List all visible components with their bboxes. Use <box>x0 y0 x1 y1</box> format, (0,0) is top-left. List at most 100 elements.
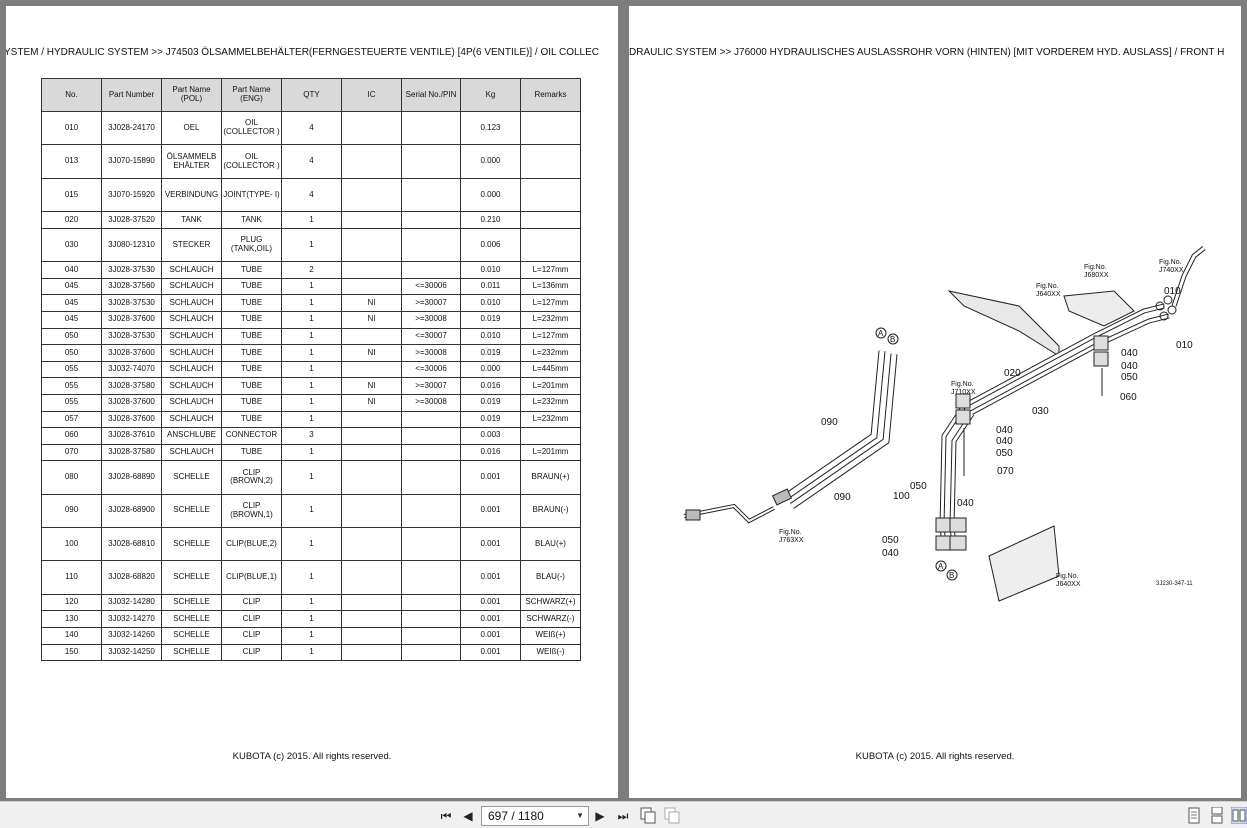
cell-part-number: 3J028-68810 <box>101 527 162 562</box>
cell-no: 020 <box>41 211 102 229</box>
cell-kg: 0.210 <box>460 211 521 229</box>
fig-label-j640-bottom: Fig.No.J640XX <box>1056 573 1081 588</box>
callout: 010 <box>1176 340 1193 351</box>
cell-ic <box>341 560 402 595</box>
callout: 040 <box>1121 348 1138 359</box>
cell-serial-no <box>401 410 461 429</box>
left-page-footer: KUBOTA (c) 2015. All rights reserved. <box>232 751 392 762</box>
two-page-view-icon[interactable] <box>1231 807 1247 824</box>
copy-page-icon[interactable] <box>640 807 656 824</box>
cell-ic <box>341 427 402 445</box>
cell-part-number: 3J028-37580 <box>101 443 162 462</box>
cell-part-name-eng: TANK <box>221 211 282 229</box>
bracket-plate-top <box>947 290 1060 357</box>
cell-kg: 0.003 <box>460 427 521 445</box>
cell-serial-no: >=30008 <box>401 310 461 329</box>
cell-ic <box>341 261 402 279</box>
cell-qty: 1 <box>281 410 342 429</box>
cell-remarks <box>520 211 581 229</box>
cell-part-number: 3J028-37600 <box>101 310 162 329</box>
cell-part-name-pol: ÖLSAMMELB EHÄLTER <box>161 144 222 179</box>
cell-ic <box>341 327 402 346</box>
cell-remarks: L=232mm <box>520 393 581 412</box>
continuous-view-icon[interactable] <box>1209 807 1225 824</box>
cell-qty: 1 <box>281 294 342 312</box>
first-page-icon[interactable]: ⏮ <box>440 809 452 823</box>
cell-kg: 0.019 <box>460 410 521 429</box>
column-header-kg: Kg <box>460 78 521 112</box>
cell-kg: 0.011 <box>460 277 521 296</box>
cell-no: 060 <box>41 427 102 445</box>
cell-qty: 1 <box>281 460 342 495</box>
cell-part-number: 3J028-37560 <box>101 277 162 296</box>
cell-serial-no: <=30006 <box>401 360 461 379</box>
cell-ic: NI <box>341 393 402 412</box>
cell-ic <box>341 360 402 379</box>
cell-part-name-eng: PLUG (TANK,OIL) <box>221 227 282 263</box>
cell-part-name-pol: SCHLAUCH <box>161 327 222 346</box>
callout: 050 <box>1121 372 1138 383</box>
cell-no: 120 <box>41 593 102 612</box>
single-page-view-icon[interactable] <box>1186 807 1202 824</box>
page-indicator: 697 / 1180 <box>488 809 544 823</box>
callout: 040 <box>996 425 1013 436</box>
cell-part-name-eng: CLIP <box>221 610 282 629</box>
callout: 020 <box>1004 368 1021 379</box>
last-page-icon[interactable]: ⏭ <box>617 809 629 823</box>
cell-serial-no <box>401 443 461 462</box>
cell-part-name-eng: CLIP <box>221 643 282 662</box>
cell-part-name-pol: SCHLAUCH <box>161 294 222 312</box>
cell-part-name-eng: TUBE <box>221 261 282 279</box>
cell-part-name-eng: TUBE <box>221 377 282 395</box>
callout: 070 <box>997 466 1014 477</box>
cell-part-name-eng: CLIP <box>221 593 282 612</box>
callout: 040 <box>882 548 899 559</box>
cell-serial-no <box>401 427 461 445</box>
cell-kg: 0.019 <box>460 344 521 362</box>
callout: 050 <box>996 448 1013 459</box>
cell-no: 055 <box>41 360 102 379</box>
cell-remarks: L=136mm <box>520 277 581 296</box>
column-header-part-name-eng: Part Name (ENG) <box>221 78 282 112</box>
callout: 040 <box>996 436 1013 447</box>
cell-kg: 0.010 <box>460 294 521 312</box>
duplicate-page-icon[interactable] <box>664 807 680 824</box>
cell-part-name-pol: SCHLAUCH <box>161 261 222 279</box>
cell-part-name-pol: SCHLAUCH <box>161 344 222 362</box>
cell-part-number: 3J028-68890 <box>101 460 162 495</box>
cell-qty: 1 <box>281 211 342 229</box>
cell-qty: 4 <box>281 110 342 146</box>
next-page-icon[interactable]: ▶ <box>595 809 605 823</box>
cell-part-name-pol: SCHLAUCH <box>161 377 222 395</box>
cell-ic: NI <box>341 294 402 312</box>
cell-ic <box>341 643 402 662</box>
cell-no: 030 <box>41 227 102 263</box>
cell-part-name-eng: CONNECTOR <box>221 427 282 445</box>
cell-kg: 0.000 <box>460 177 521 213</box>
cell-part-name-pol: SCHLAUCH <box>161 310 222 329</box>
column-header-ic: IC <box>341 78 402 112</box>
cell-remarks: SCHWARZ(-) <box>520 610 581 629</box>
fig-label-j740: Fig.No.J740XX <box>1159 259 1184 274</box>
page-number-select[interactable]: 697 / 1180 ▼ <box>481 806 589 826</box>
callout: 040 <box>1121 361 1138 372</box>
cell-remarks: WEIß(+) <box>520 627 581 645</box>
callout: 010 <box>1164 286 1181 297</box>
callout: 050 <box>882 535 899 546</box>
fig-label-j710: Fig.No.J710XX <box>951 381 976 396</box>
cell-qty: 3 <box>281 427 342 445</box>
previous-page-icon[interactable]: ◀ <box>463 809 473 823</box>
cell-part-name-pol: SCHELLE <box>161 643 222 662</box>
cell-part-name-pol: SCHELLE <box>161 527 222 562</box>
cell-part-number: 3J028-37580 <box>101 377 162 395</box>
cell-part-number: 3J032-74070 <box>101 360 162 379</box>
cell-no: 110 <box>41 560 102 595</box>
cell-serial-no <box>401 593 461 612</box>
